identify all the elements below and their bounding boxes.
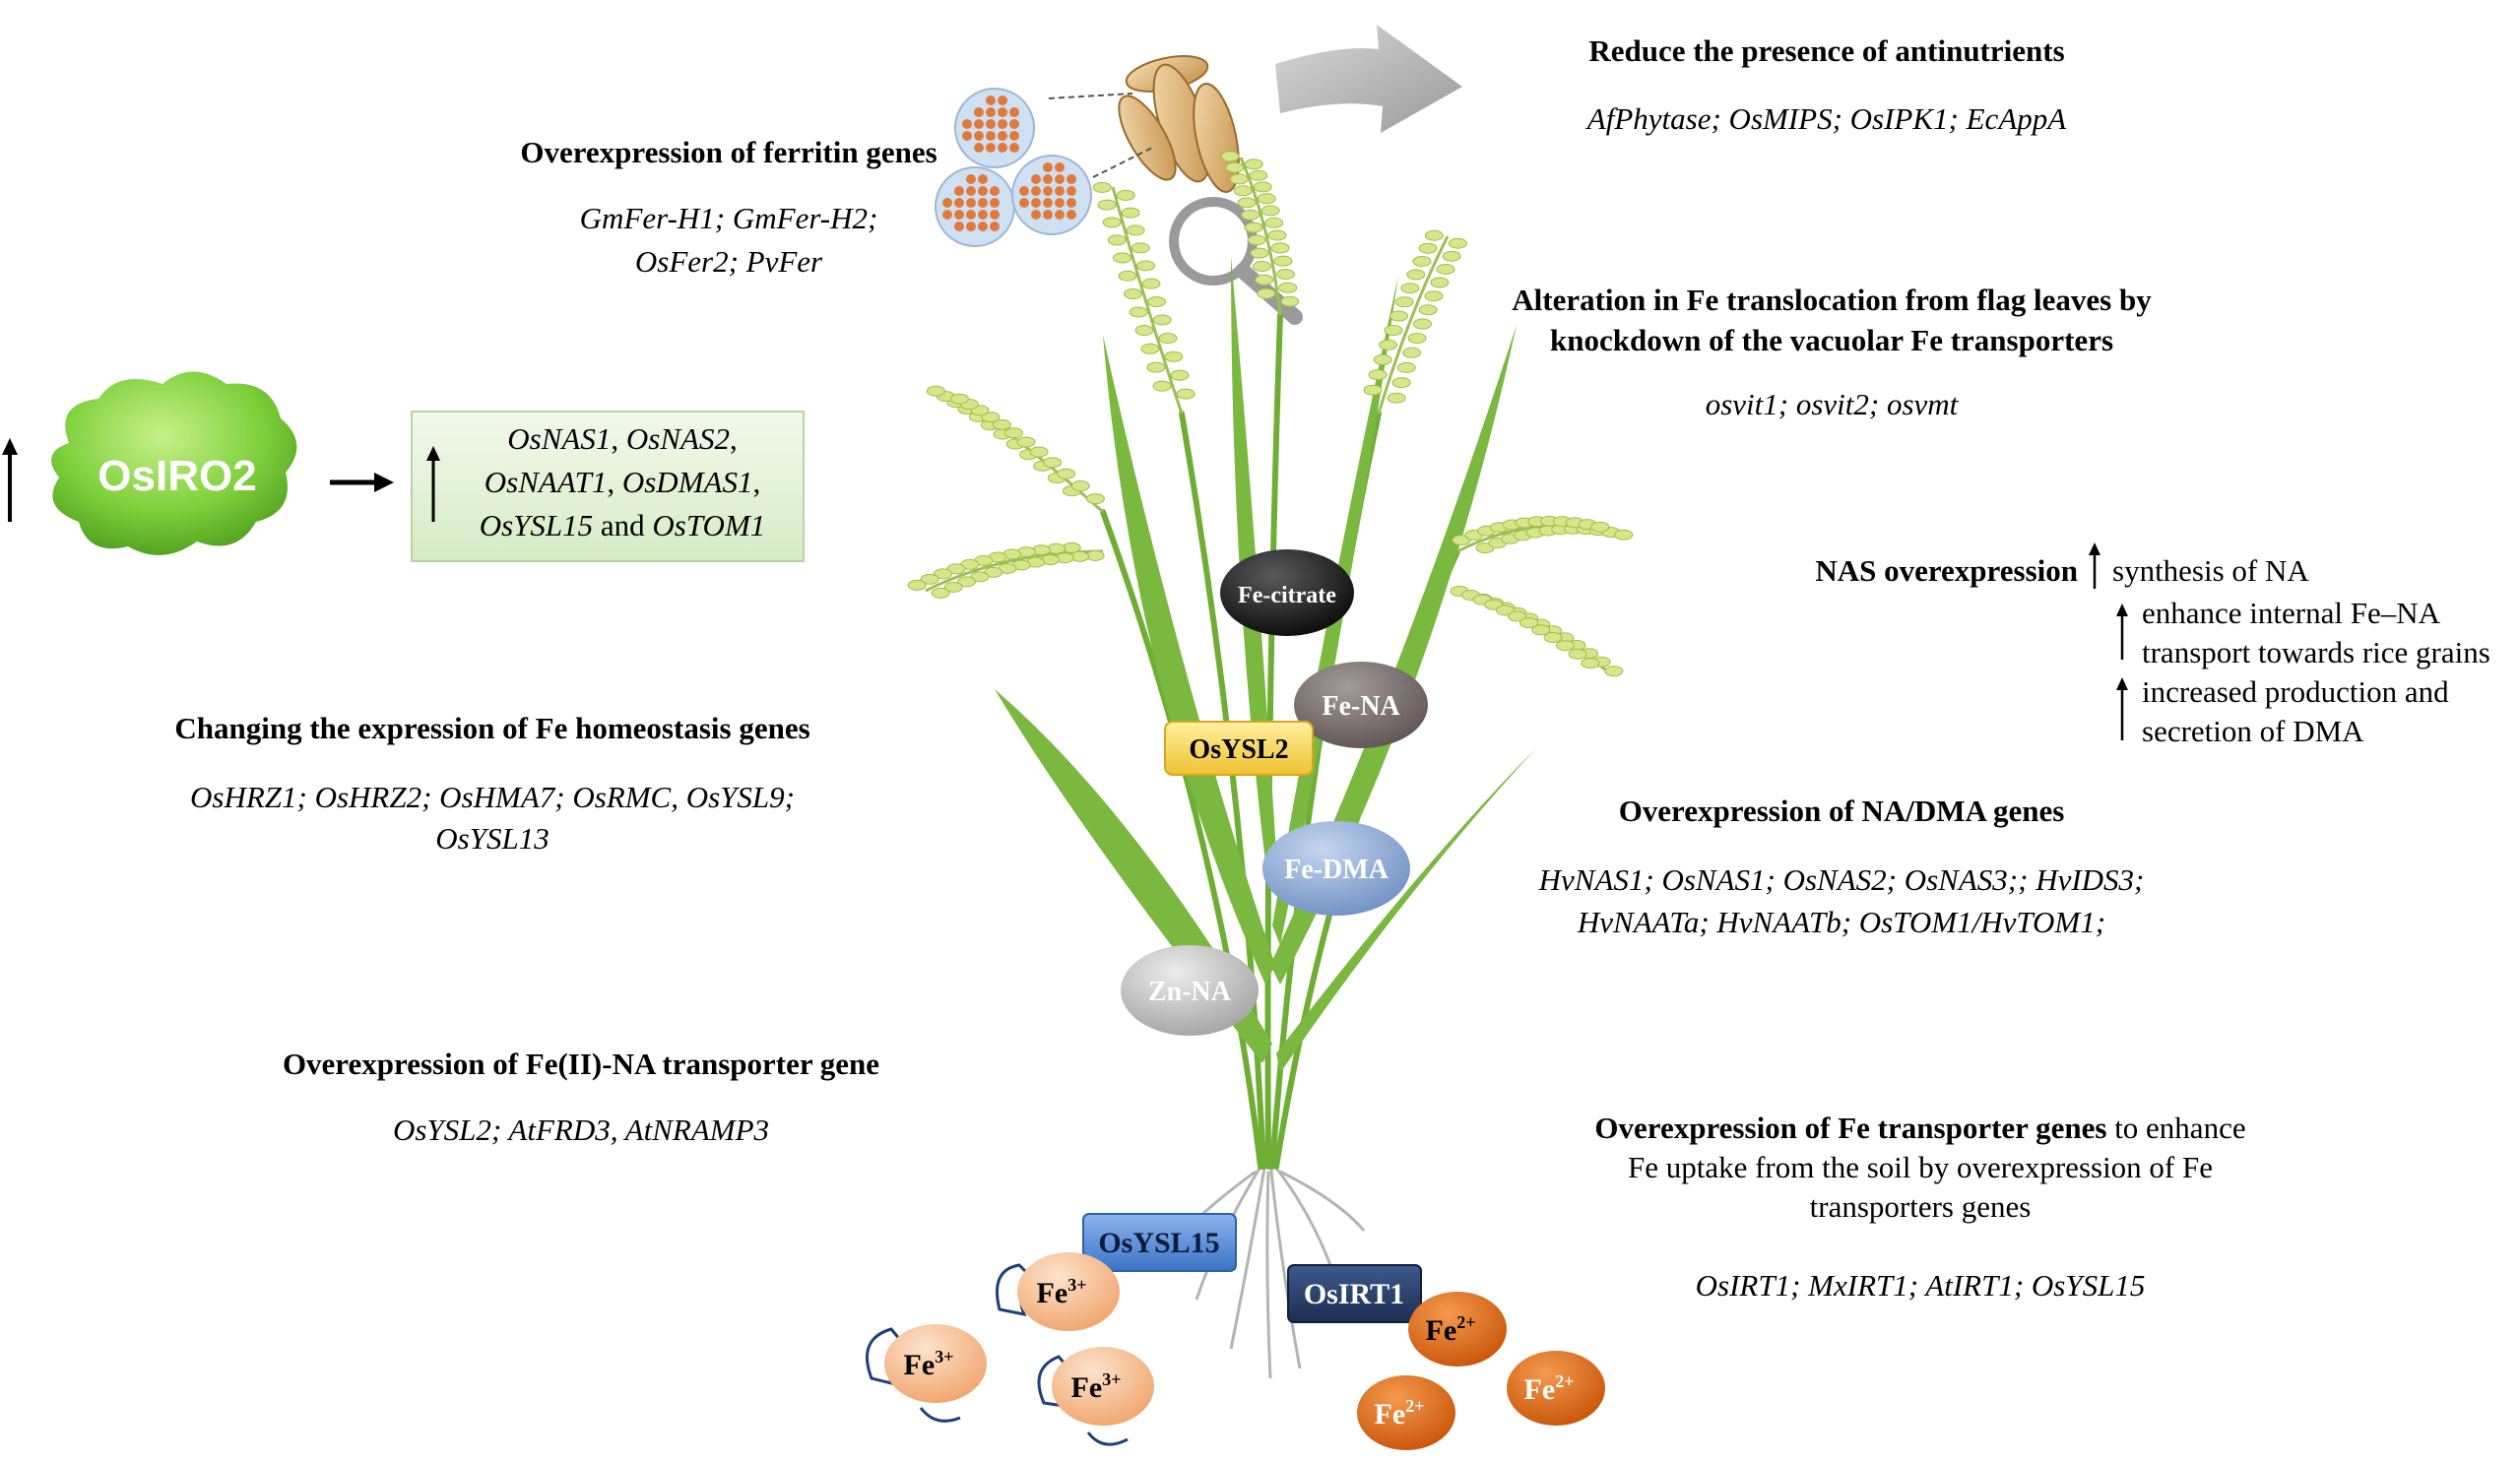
nas-line4: increased production and [2142, 674, 2449, 709]
target-genes-text: OsNAS1, OsNAS2, OsNAAT1, OsDMAS1, OsYSL1… [445, 417, 800, 547]
rice-grains-icon [1118, 55, 1240, 193]
svg-text:Fe2+: Fe2+ [1426, 1312, 1476, 1347]
target-genes-line2: OsNAAT1, OsDMAS1, [484, 465, 761, 499]
svg-text:Zn-NA: Zn-NA [1148, 977, 1232, 1007]
vacuolar-title-line2: knockdown of the vacuolar Fe transporter… [1549, 323, 2114, 357]
ferritin-genes-line1: GmFer-H1; GmFer-H2; [579, 201, 878, 235]
nas-title: NAS overexpression [1815, 553, 2078, 588]
target-genes-box [411, 411, 805, 562]
fe3-ion: Fe3+ [996, 1252, 1120, 1331]
osysl2-transporter: OsYSL2 [1164, 721, 1314, 776]
fe-na-complex: Fe-NA [1294, 662, 1428, 748]
fe-dma-complex: Fe-DMA [1262, 821, 1410, 916]
na-dma-genes-line1: HvNAS1; OsNAS1; OsNAS2; OsNAS3;; HvIDS3; [1538, 862, 2145, 897]
fe-na-transporter-title: Overexpression of Fe(II)-NA transporter … [282, 1047, 880, 1081]
rice-plant-illustration [907, 151, 1634, 1379]
svg-text:Fe2+: Fe2+ [1524, 1371, 1575, 1406]
nas-line2: enhance internal Fe–NA [2142, 596, 2440, 630]
fe3-ion: Fe3+ [866, 1324, 987, 1423]
svg-text:Fe2+: Fe2+ [1375, 1396, 1425, 1431]
na-dma-genes-line2: HvNAATa; HvNAATb; OsTOM1/HvTOM1; [1577, 905, 2106, 939]
nas-line1: synthesis of NA [2112, 553, 2309, 588]
fe-transporter-genes: OsIRT1; MxIRT1; AtIRT1; OsYSL15 [1695, 1268, 2146, 1303]
svg-text:Fe-NA: Fe-NA [1322, 691, 1400, 722]
grain-illustration [935, 25, 1462, 325]
svg-text:OsIRT1: OsIRT1 [1304, 1278, 1404, 1310]
osiro2-cloud: OsIRO2 [51, 371, 297, 555]
nas-line3: transport towards rice grains [2142, 635, 2490, 669]
zn-na-complex: Zn-NA [1121, 945, 1259, 1036]
right-arrow-icon [1275, 25, 1462, 133]
osysl15-transporter: OsYSL15 [1082, 1213, 1237, 1272]
right-arrow-icon [330, 473, 394, 492]
antinutrients-genes: AfPhytase; OsMIPS; OsIPK1; EcAppA [1586, 101, 2067, 136]
fe-transporter-line2: Fe uptake from the soil by overexpressio… [1627, 1150, 2214, 1184]
rice-panicles [907, 151, 1634, 677]
svg-text:Fe3+: Fe3+ [1037, 1275, 1087, 1309]
target-genes-line1: OsNAS1, OsNAS2, [507, 421, 738, 456]
fe-transporter-line3: transporters genes [1809, 1189, 2032, 1224]
fe-transporter-title: Overexpression of Fe transporter genes t… [1594, 1111, 2246, 1145]
svg-text:Fe3+: Fe3+ [904, 1347, 954, 1381]
target-genes-line3: OsYSL15 and OsTOM1 [479, 508, 766, 542]
homeostasis-title: Changing the expression of Fe homeostasi… [174, 711, 810, 745]
up-arrow-icon [2116, 677, 2128, 740]
svg-text:Fe3+: Fe3+ [1071, 1369, 1122, 1404]
fe-citrate-complex: Fe-citrate [1220, 549, 1354, 636]
vacuolar-genes: osvit1; osvit2; osvmt [1705, 387, 1959, 421]
leaves [995, 256, 1536, 1073]
svg-text:OsYSL2: OsYSL2 [1189, 734, 1288, 765]
fe3-ion: Fe3+ [1037, 1347, 1154, 1446]
homeostasis-genes-line1: OsHRZ1; OsHRZ2; OsHMA7; OsRMC, OsYSL9; [190, 780, 795, 814]
ferritin-title: Overexpression of ferritin genes [520, 135, 937, 169]
osirt1-transporter: OsIRT1 [1287, 1264, 1422, 1323]
svg-text:OsIRO2: OsIRO2 [97, 452, 256, 500]
fe2-ion: Fe2+ [1408, 1292, 1507, 1367]
svg-text:Fe-citrate: Fe-citrate [1238, 583, 1336, 608]
fe2-ion: Fe2+ [1357, 1375, 1455, 1450]
homeostasis-genes-line2: OsYSL13 [435, 821, 549, 856]
svg-text:OsYSL15: OsYSL15 [1098, 1227, 1219, 1259]
up-arrow-icon [2, 438, 18, 522]
svg-text:Fe-DMA: Fe-DMA [1284, 855, 1389, 885]
up-arrow-icon [2116, 604, 2128, 660]
fe-na-transporter-genes: OsYSL2; AtFRD3, AtNRAMP3 [392, 1113, 770, 1147]
fe2-ion: Fe2+ [1507, 1351, 1605, 1426]
ferritin-spheres-icon [935, 88, 1092, 247]
ferritin-genes-line2: OsFer2; PvFer [634, 244, 823, 279]
antinutrients-title: Reduce the presence of antinutrients [1588, 33, 2065, 68]
nas-line5: secretion of DMA [2142, 714, 2364, 748]
vacuolar-title-line1: Alteration in Fe translocation from flag… [1512, 283, 2152, 317]
up-arrow-icon [2089, 542, 2100, 589]
na-dma-title: Overexpression of NA/DMA genes [1618, 794, 2065, 828]
